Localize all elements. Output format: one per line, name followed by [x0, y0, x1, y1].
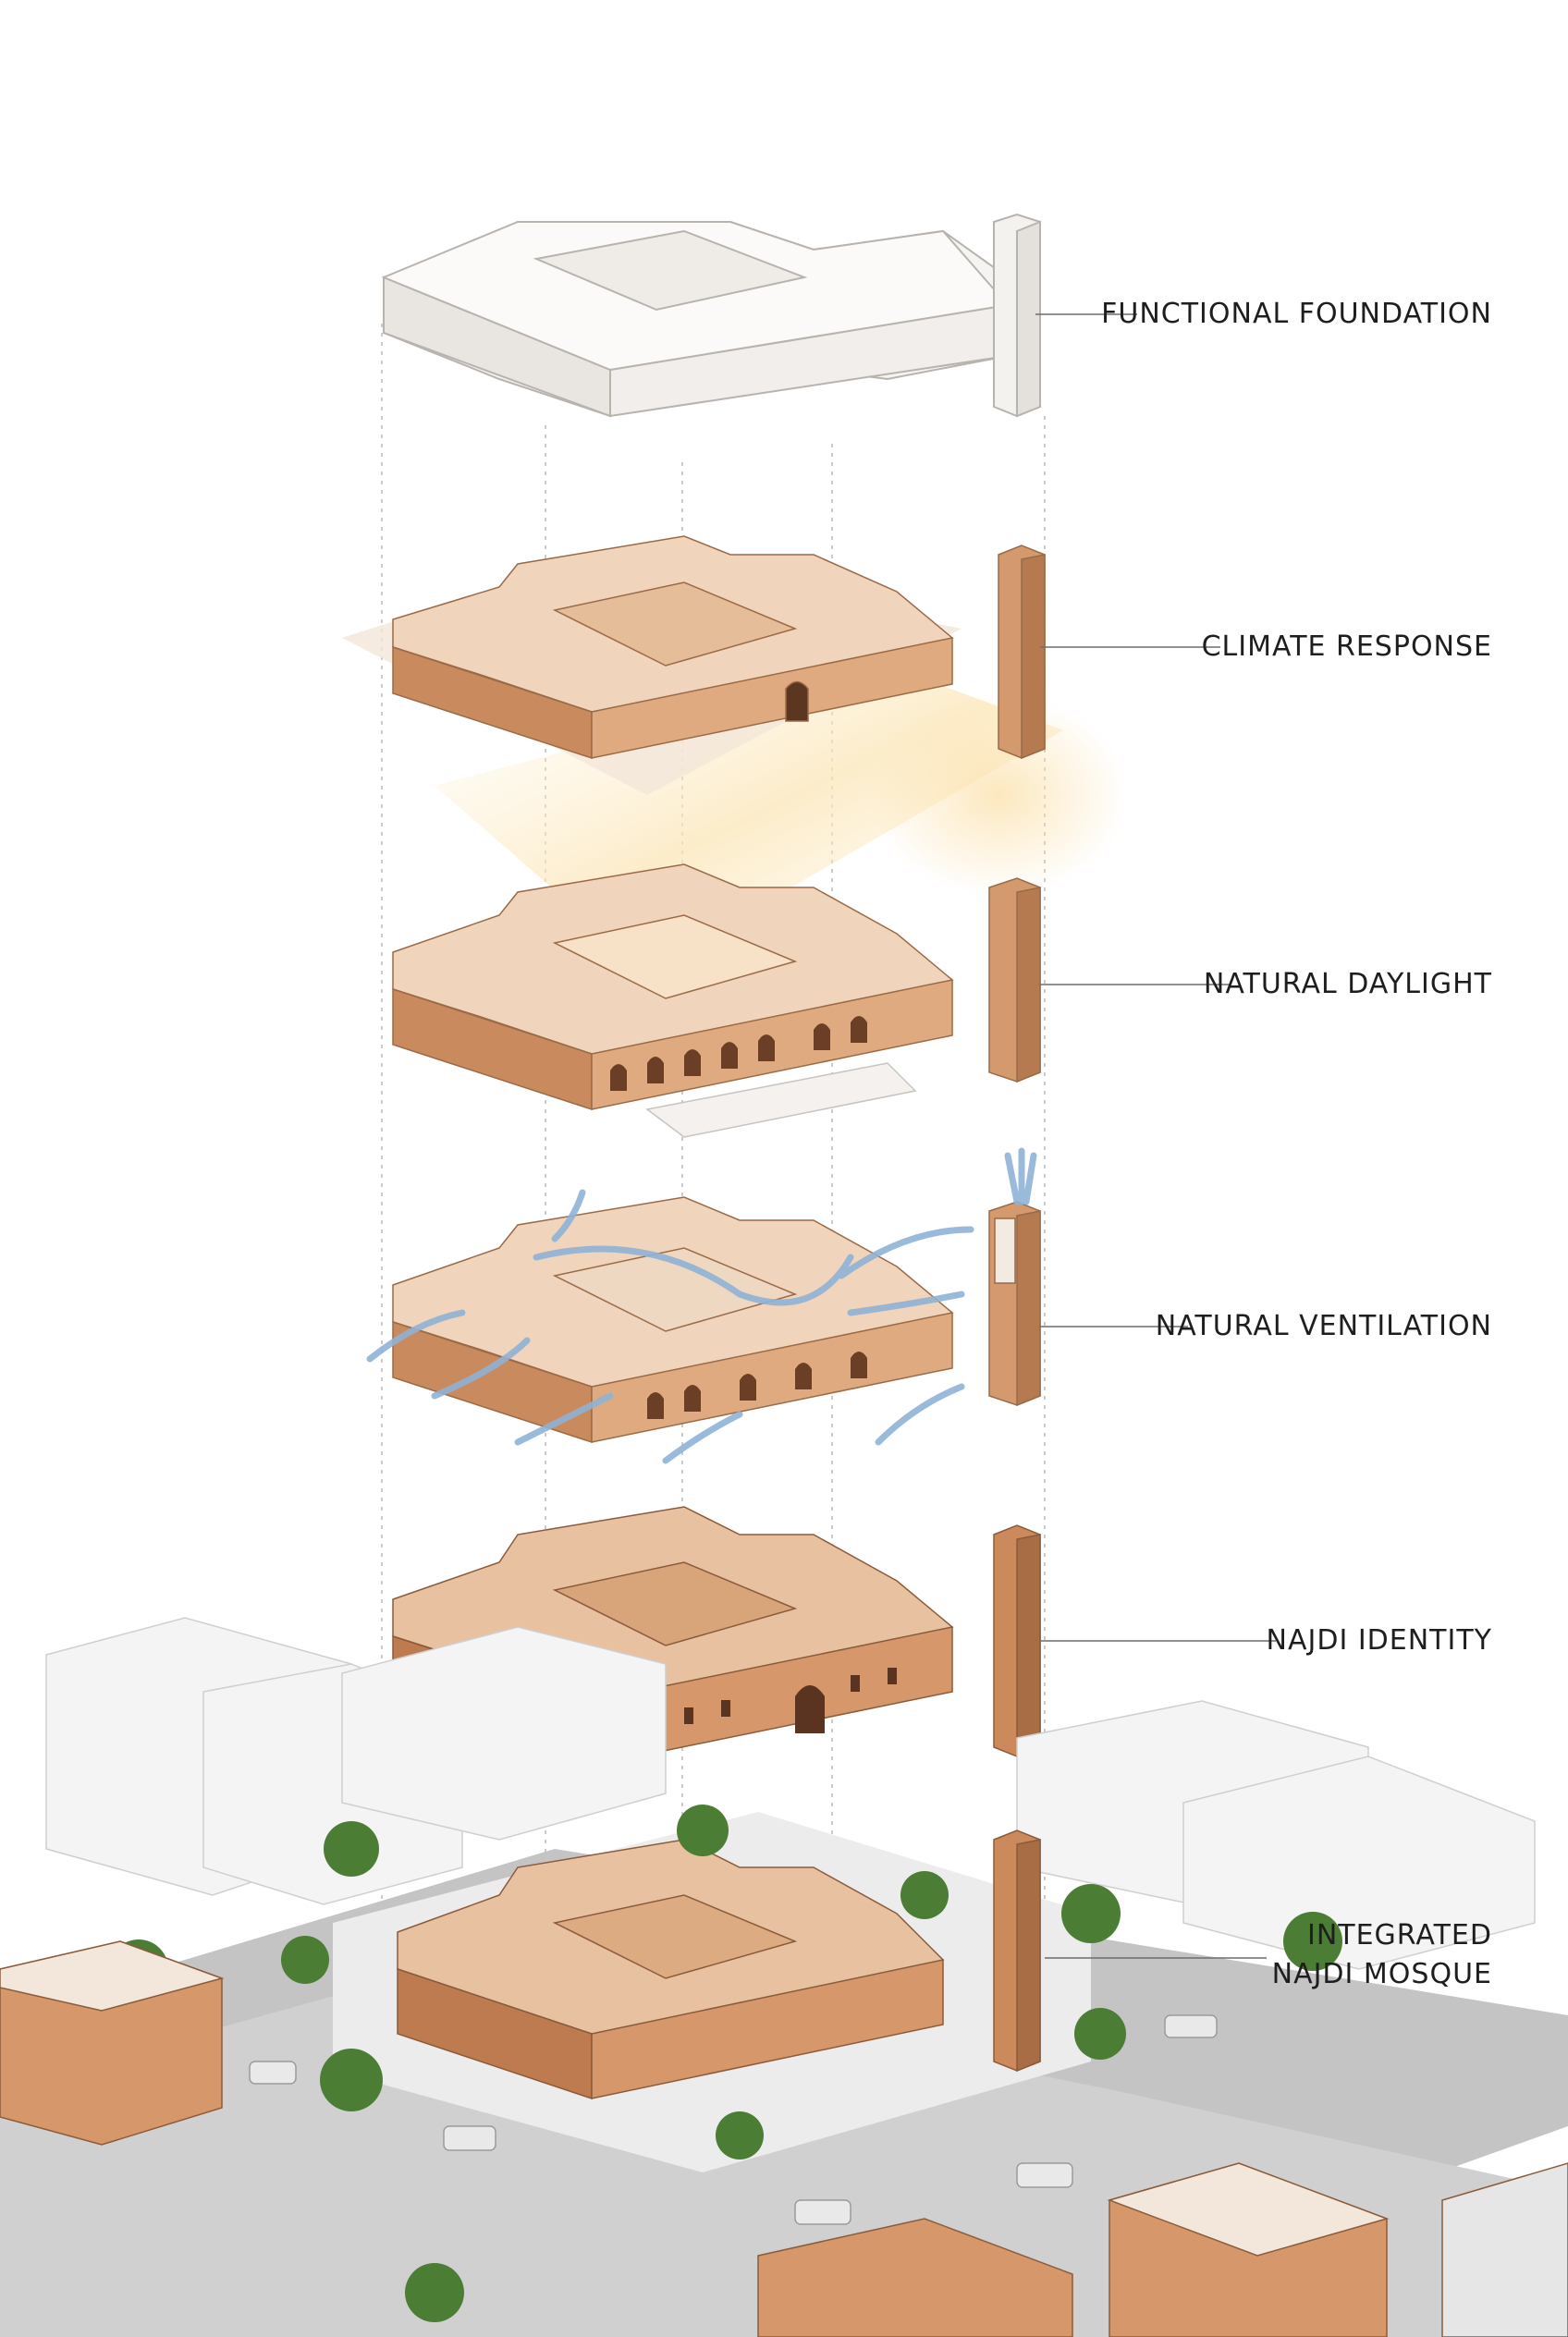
layer-label-najdi-identity: NAJDI IDENTITY — [1266, 1624, 1492, 1657]
layer-label-natural-ventilation: NATURAL VENTILATION — [1155, 1310, 1492, 1342]
layer-label-functional-foundation: FUNCTIONAL FOUNDATION — [1101, 298, 1492, 330]
leader-lines — [1035, 313, 1276, 1959]
layer-natural-daylight — [392, 863, 1041, 1138]
layer-integrated-site — [0, 1617, 1568, 2337]
layer-functional-foundation — [381, 213, 1041, 418]
layer-natural-ventilation — [392, 1196, 1041, 1444]
layer-label-integrated-line2: NAJDI MOSQUE — [1271, 1958, 1492, 1990]
layer-label-climate-response: CLIMATE RESPONSE — [1201, 630, 1492, 663]
air-flow-arrows — [366, 1147, 1037, 1464]
layer-label-integrated: INTEGRATED NAJDI MOSQUE — [1272, 1916, 1492, 1994]
layer-label-natural-daylight: NATURAL DAYLIGHT — [1203, 968, 1492, 1000]
layer-label-integrated-line1: INTEGRATED — [1306, 1919, 1492, 1952]
layer-climate-response — [342, 535, 1046, 795]
